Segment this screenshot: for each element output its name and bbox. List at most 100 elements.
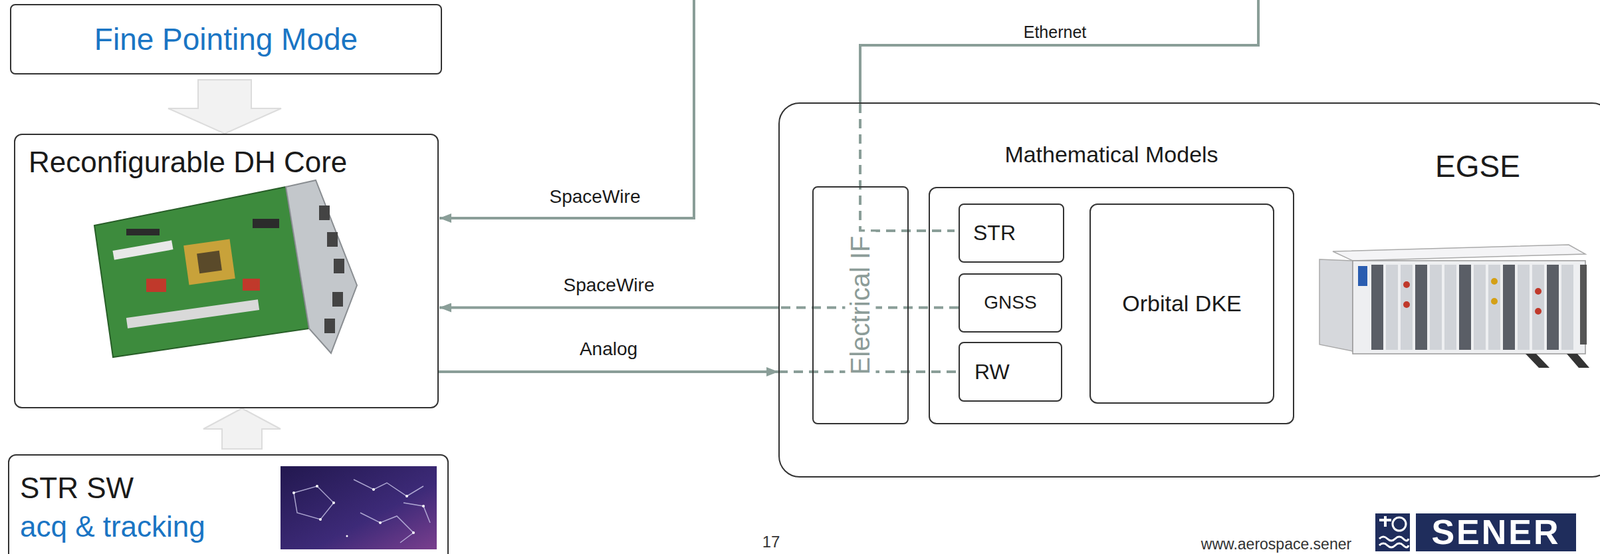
chassis-side	[1319, 259, 1353, 351]
node-subtitle: acq & tracking	[19, 509, 206, 544]
signal-connector	[439, 307, 959, 308]
pcb-component	[252, 218, 280, 229]
chassis-front	[1352, 260, 1586, 354]
module	[1473, 264, 1486, 350]
star	[412, 531, 415, 534]
spacewire-wire	[439, 0, 694, 219]
module	[1429, 264, 1442, 350]
chassis-foot	[1525, 353, 1550, 368]
node-heading: RW	[974, 359, 1010, 385]
emblem-wave	[1379, 536, 1409, 541]
connector-line	[439, 306, 779, 310]
signal-name: Analog	[576, 338, 641, 360]
star	[378, 521, 382, 524]
egse-box: EGSE Electrical IF Mathematical ModelsSTR G…	[778, 102, 1600, 478]
pcb-front-panel	[285, 180, 357, 353]
constellation-line	[360, 512, 414, 543]
page-number: 17	[762, 532, 781, 552]
module	[1517, 264, 1530, 350]
emblem-wave	[1379, 543, 1409, 548]
star	[346, 535, 349, 538]
module	[1385, 264, 1398, 350]
block-arrow-shape	[203, 408, 281, 449]
connector	[1534, 287, 1542, 295]
pcb-chip	[183, 238, 236, 285]
module	[1532, 264, 1545, 350]
signal-connector	[438, 371, 959, 373]
pcb-picture	[94, 180, 357, 357]
panel-port	[327, 231, 338, 247]
star	[422, 504, 425, 508]
chassis-foot	[1566, 353, 1590, 368]
star	[292, 491, 296, 494]
module	[1561, 264, 1574, 350]
pcb-board	[94, 186, 310, 357]
panel-port	[332, 291, 343, 307]
module	[1546, 264, 1559, 350]
chassis-handle	[1580, 264, 1587, 345]
emblem-globe	[1392, 517, 1406, 531]
chassis-top	[1332, 244, 1586, 261]
signal-name: SpaceWire	[561, 273, 658, 296]
interface-box: Electrical IF	[812, 186, 909, 425]
emblem-bar	[1383, 515, 1387, 527]
software-box: STR SWacq & tracking	[7, 454, 449, 554]
node-heading: Fine Pointing Mode	[94, 21, 358, 58]
pcb-component	[126, 228, 160, 236]
module	[1400, 264, 1413, 350]
constellation-line	[403, 502, 431, 523]
block-arrow-shape	[168, 79, 282, 134]
panel-port	[319, 205, 330, 221]
company-logo: SENER	[1415, 513, 1577, 552]
panel-port	[333, 258, 345, 274]
node-heading: Electrical IF	[845, 231, 877, 379]
pxi-chassis-picture	[1319, 244, 1590, 368]
connector	[1490, 297, 1498, 305]
star	[372, 487, 375, 491]
constellation-picture	[280, 465, 437, 550]
board-box: Reconfigurable DH Core	[13, 133, 439, 409]
constellation-line	[353, 479, 424, 496]
pcb-connector	[126, 299, 260, 329]
module	[1488, 264, 1501, 350]
module	[1415, 264, 1428, 350]
module	[1444, 264, 1457, 350]
signal-name: SpaceWire	[549, 186, 641, 208]
star	[319, 517, 322, 521]
star	[332, 501, 336, 504]
module	[1371, 264, 1384, 350]
website: www.aerospace.sener	[1201, 535, 1352, 553]
star	[315, 484, 319, 488]
module	[1459, 264, 1472, 350]
model-box: GNSS	[958, 273, 1063, 333]
pcb-component	[146, 278, 167, 292]
star	[405, 494, 409, 498]
node-heading: GNSS	[983, 291, 1037, 314]
company-emblem	[1375, 513, 1410, 552]
panel-port	[324, 318, 336, 334]
connector-line	[438, 370, 779, 373]
pcb-component	[242, 278, 260, 291]
node-heading: STR SW	[19, 471, 134, 506]
ni-badge	[1358, 265, 1368, 286]
model-box: Orbital DKE	[1089, 203, 1275, 404]
pcb-connector	[112, 239, 173, 260]
connector	[1403, 301, 1410, 308]
block-arrow	[168, 79, 282, 134]
node-heading: EGSE	[1435, 148, 1521, 185]
node-heading: Orbital DKE	[1122, 290, 1242, 317]
model-box: STR	[958, 203, 1065, 263]
constellation-line	[293, 485, 334, 520]
node-heading: Reconfigurable DH Core	[28, 145, 347, 180]
block-arrow	[203, 408, 281, 449]
models-box: Mathematical ModelsSTRGNSSRWOrbital DKE	[928, 186, 1295, 425]
emblem-ground	[1375, 513, 1410, 552]
signal-name: Ethernet	[1023, 22, 1087, 42]
connector	[1490, 277, 1498, 285]
node-heading: Mathematical Models	[929, 141, 1293, 168]
model-box: RW	[958, 341, 1063, 402]
module	[1502, 264, 1515, 350]
node-heading: STR	[973, 220, 1016, 246]
